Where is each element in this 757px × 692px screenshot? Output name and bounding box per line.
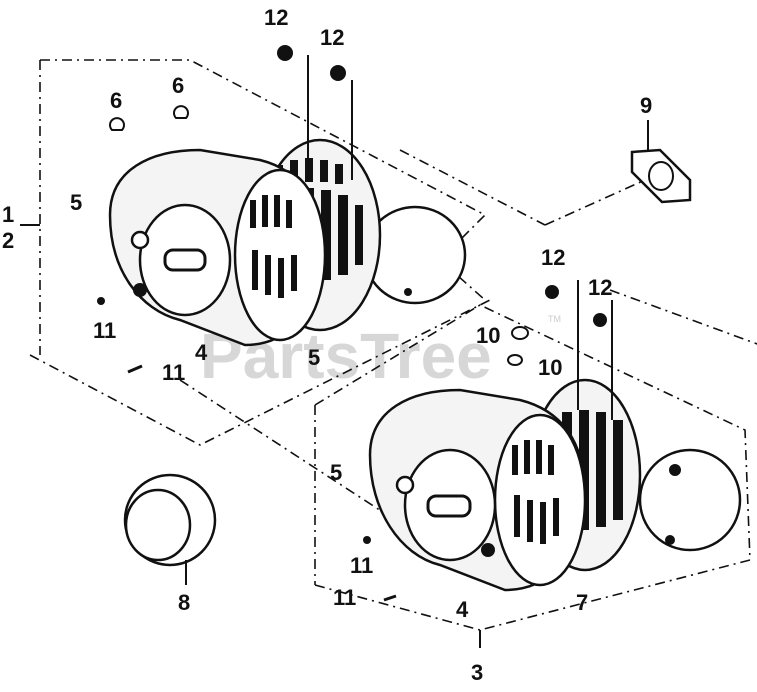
callout-10-upper: 10 — [476, 323, 500, 348]
callout-3: 3 — [471, 660, 483, 685]
callout-11-c: 11 — [350, 553, 373, 578]
callout-11-a: 11 — [93, 318, 116, 343]
lower-alternator — [368, 378, 742, 592]
upper-housing-slots — [250, 195, 297, 298]
callout-labels: 1 2 3 4 4 5 5 5 6 6 7 8 9 10 10 11 11 11… — [2, 5, 652, 685]
callout-12-c: 12 — [541, 245, 565, 270]
callout-1: 1 — [2, 202, 14, 227]
callout-12-a: 12 — [264, 5, 288, 30]
callout-12-b: 12 — [320, 25, 344, 50]
washer-6a — [109, 117, 125, 131]
callout-10-lower: 10 — [538, 355, 562, 380]
callout-5-upper-left: 5 — [70, 190, 82, 215]
upper-alternator — [108, 138, 467, 347]
cap-part-8 — [123, 473, 217, 567]
nut-12b — [330, 65, 346, 81]
fasteners — [97, 45, 607, 602]
washer-6b — [173, 105, 189, 119]
leader-lines — [20, 55, 649, 648]
washer-10a — [511, 326, 529, 340]
callout-5-lower: 5 — [330, 460, 342, 485]
callout-2: 2 — [2, 228, 14, 253]
nut-12c — [545, 285, 559, 299]
callout-4-lower: 4 — [456, 597, 469, 622]
callout-7: 7 — [576, 590, 588, 615]
callout-8: 8 — [178, 590, 190, 615]
watermark-trademark: TM — [548, 314, 561, 324]
callout-12-d: 12 — [588, 275, 612, 300]
lower-housing-slots — [512, 440, 559, 544]
callout-11-d: 11 — [333, 585, 356, 610]
callout-6-right: 6 — [172, 73, 184, 98]
screw-11d — [383, 594, 397, 602]
screw-11b — [127, 364, 143, 374]
screw-11a — [97, 297, 105, 305]
callout-5-upper-bottom: 5 — [308, 345, 320, 370]
gasket-part-9 — [630, 148, 692, 204]
washer-10b — [507, 354, 523, 366]
callout-4-upper: 4 — [195, 340, 208, 365]
callout-6-left: 6 — [110, 88, 122, 113]
nut-12d — [593, 313, 607, 327]
nut-12a — [277, 45, 293, 61]
screw-11c — [363, 536, 371, 544]
callout-11-b: 11 — [162, 360, 185, 385]
callout-9: 9 — [640, 93, 652, 118]
lower-rear-cover — [638, 448, 742, 552]
